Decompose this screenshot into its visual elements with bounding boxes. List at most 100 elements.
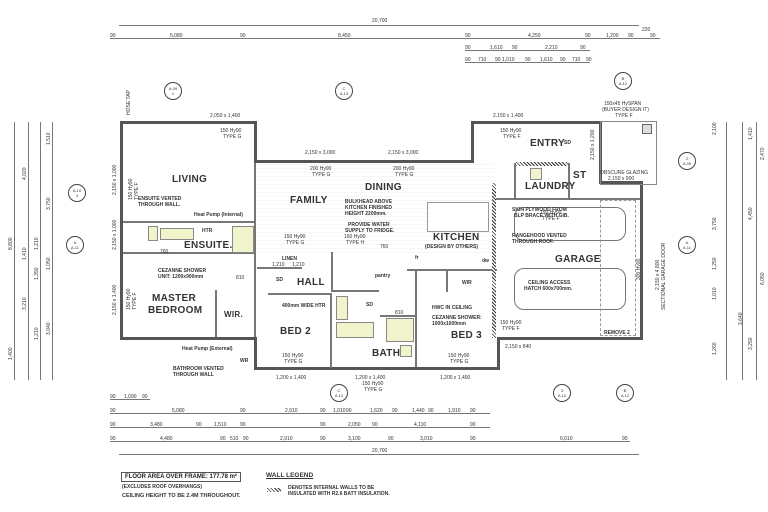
dim: 4,020 [22, 167, 28, 180]
dim: 90 [388, 436, 394, 442]
dim: 2,910 [280, 436, 293, 442]
dim-line [14, 122, 15, 380]
room-label-kitchen: KITCHEN [433, 232, 480, 243]
dim: 3,750 [46, 197, 52, 210]
dim-line [28, 122, 29, 380]
bathtub-icon [336, 322, 374, 338]
dim: 2,100 [712, 122, 718, 135]
toilet-icon [148, 226, 158, 241]
dim: 90 [243, 436, 249, 442]
obscure-glazing-size: 2,150 x 900 [608, 176, 635, 182]
window-size: 2,150 x 1,400 [493, 113, 524, 119]
note: PROVIDE WATER [348, 222, 390, 228]
dim: 220 [642, 27, 651, 33]
dim: 1,250 [712, 257, 718, 270]
dim: 90 [142, 394, 148, 400]
dim: 1,510 [214, 422, 227, 428]
excludes-note: (EXCLUDES ROOF OVERHANGS) [122, 484, 203, 490]
note: SKIN PLYWOOD FROM [512, 207, 567, 213]
dim: 1,410 [22, 247, 28, 260]
dim: 90 [110, 422, 116, 428]
dim: 1,440 [412, 408, 425, 414]
porch [600, 121, 657, 185]
dim: 90 [512, 45, 518, 51]
internal-wall [254, 253, 256, 337]
overall-width-bottom: 20,700 [372, 448, 388, 454]
lintel-type: TYPE G [395, 172, 414, 178]
lintel: 150 Hy90 [344, 234, 366, 240]
window-size: 2,150 x 1,000 [112, 219, 118, 250]
dim: 1,010 [712, 287, 718, 300]
note: BATHROOM VENTED [173, 366, 224, 372]
internal-wall [257, 267, 302, 269]
room-label-dining: DINING [365, 182, 402, 193]
lintel-type: TYPE G [284, 359, 303, 365]
garage-door-desc: SECTIONAL GARAGE DOOR [661, 242, 667, 310]
room-label-entry: ENTRY [530, 138, 566, 149]
legend-text: DENOTES INTERNAL WALLS TO BE [288, 485, 375, 491]
dim: 6,010 [560, 436, 573, 442]
dishwasher-label: dw [482, 258, 489, 264]
dim: 90 [110, 394, 116, 400]
lintel-type: TYPE G [223, 134, 242, 140]
dim: 3,100 [348, 436, 361, 442]
dim-line-overall-top [119, 25, 639, 26]
window-size: 2,150 x 3,000 [388, 150, 419, 156]
vanity-icon [160, 228, 194, 240]
lintel: 200 Hy90 [393, 166, 415, 172]
dim: 2,050 [348, 422, 361, 428]
note: RANGEHOOD VENTED [512, 233, 567, 239]
exterior-wall [599, 181, 643, 184]
window-size: 1,200 x 1,400 [440, 375, 471, 381]
dim: 1,050 [46, 257, 52, 270]
dim: 90 [320, 408, 326, 414]
dim: 1,090 [124, 394, 137, 400]
window-size: 2,150 x 1,400 [112, 284, 118, 315]
dim: 1,200 [606, 33, 619, 39]
dim: 90 [240, 408, 246, 414]
dim: 90 [196, 422, 202, 428]
dim: 4,450 [748, 207, 754, 220]
internal-wall [415, 270, 417, 367]
internal-wall [268, 293, 330, 295]
lintel-type: TYPE G [286, 240, 305, 246]
door-size: 1,210 [292, 262, 305, 268]
note: SUPPLY TO FRIDGE. [345, 228, 395, 234]
post-icon [642, 124, 652, 134]
dim: 1,610 [490, 45, 503, 51]
dim: 90 [240, 33, 246, 39]
tub-icon [530, 168, 542, 180]
window-size: 2,150 x 3,000 [305, 150, 336, 156]
insulated-wall-legend-icon [267, 488, 281, 492]
dim-line [756, 122, 757, 380]
shower-icon [232, 226, 254, 253]
dim: 90 [240, 422, 246, 428]
internal-wall [496, 198, 640, 200]
exterior-wall [471, 121, 474, 163]
beam-type: TYPE F [615, 113, 633, 119]
dim: 1,610 [540, 57, 553, 63]
dim: 1,400 [8, 347, 14, 360]
dim-line-top-row2 [465, 50, 590, 51]
window-size: 2,150 x 1,000 [112, 164, 118, 195]
dim: 3,250 [748, 337, 754, 350]
dim: 90 [586, 57, 592, 63]
internal-wall [446, 270, 448, 292]
note: ENSUITE VENTED [138, 196, 182, 202]
dim: 90 [428, 408, 434, 414]
dim: 90 [650, 33, 656, 39]
internal-wall [380, 315, 415, 317]
dim-line-top-row3 [465, 62, 590, 63]
note: 400mm WIDE HTR [282, 303, 326, 309]
internal-wall [331, 290, 379, 292]
lintel: 150 Hy90 [362, 381, 384, 387]
room-label-wir: WIR. [224, 310, 243, 319]
dim: 1,010 [333, 408, 346, 414]
lintel: 150 Hy90 [220, 128, 242, 134]
exterior-wall [640, 182, 643, 340]
internal-wall [330, 293, 332, 368]
